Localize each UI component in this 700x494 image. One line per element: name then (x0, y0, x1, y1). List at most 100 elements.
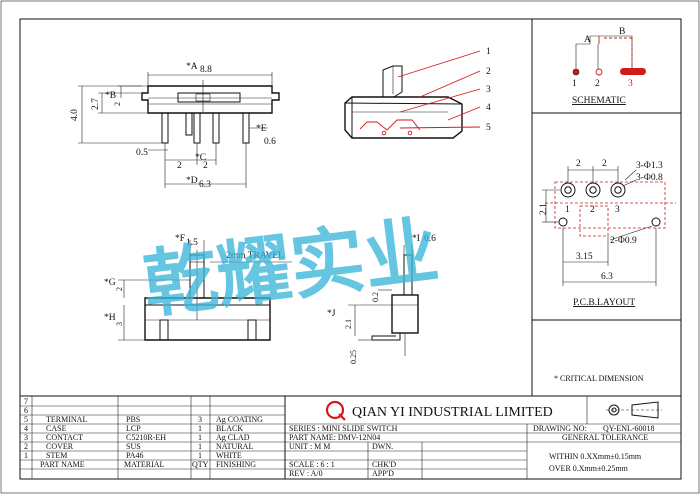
bom-qty: 1 (198, 424, 202, 433)
critical-dimension-note: * CRITICAL DIMENSION (554, 374, 644, 383)
bom-part: COVER (46, 442, 74, 451)
pcb-pin-3: 3 (615, 205, 620, 215)
dim-a-value: 8.8 (200, 65, 212, 75)
side-view: *I 0.6 0.2 *J 2.1 0.25 (327, 234, 436, 364)
bom-finish: BLACK (216, 424, 243, 433)
bom-qty: 1 (198, 451, 202, 460)
company-name: QIAN YI INDUSTRIAL LIMITED (352, 405, 553, 420)
front-view: *A 8.8 4.0 2.7 *B 2 *E 0.6 0.5 2 *C 2 (70, 62, 280, 190)
bom-finish: NATURAL (216, 442, 253, 451)
dim-i-value: 0.6 (424, 234, 436, 244)
callout-5: 5 (486, 123, 491, 133)
schematic-label-a: A (584, 35, 591, 45)
front-body-outline (141, 85, 280, 114)
dim-e-label: *E (256, 124, 267, 134)
dim-j-label: *J (327, 309, 336, 319)
tb-drawing-no-label: DRAWING NO: (533, 424, 587, 433)
isometric-view: 1 2 3 4 5 (344, 47, 491, 139)
tb-drawing-no: QY-ENL-60018 (603, 424, 655, 433)
bom-header-finish: FINISHING (216, 460, 256, 469)
pcb-hole-large: 3-Φ1.3 (636, 161, 663, 171)
schematic-pin-3: 3 (628, 79, 633, 89)
dim-side-small: 0.2 (371, 292, 380, 302)
bom-header-part: PART NAME (40, 460, 85, 469)
title-block: QIAN YI INDUSTRIAL LIMITED SERIES : MINI… (284, 395, 682, 480)
bom-qty: 1 (198, 433, 202, 442)
bom-material: PBS (126, 415, 140, 424)
schematic-pin-1: 1 (572, 79, 577, 89)
pcb-title: P.C.B.LAYOUT (573, 298, 635, 308)
bom-material: SUS (126, 442, 141, 451)
tb-scale: SCALE : 6 : 1 (289, 460, 335, 469)
tb-series: SERIES : MINI SLIDE SWITCH (289, 424, 398, 433)
dim-j-value: 2.1 (344, 319, 353, 329)
top-view: *F 1.5 2mm TRAVEL *G 2 *H 3 (104, 234, 292, 341)
bom-no: 5 (24, 415, 28, 424)
pcb-mount-hole: 2-Φ0.9 (610, 236, 637, 246)
dim-i-label: *I (412, 234, 420, 244)
dim-f-value: 1.5 (186, 238, 198, 248)
dim-d-value: 6.3 (199, 180, 211, 190)
bom-finish: Ag CLAD (216, 433, 250, 442)
projection-symbol (606, 401, 662, 419)
bom-no: 3 (24, 433, 28, 442)
dim-pin-width: 0.5 (136, 148, 148, 158)
dim-side-pin: 0.25 (349, 350, 358, 364)
schematic: A B 1 2 3 SCHEMATIC (572, 27, 646, 106)
travel-label: 2mm TRAVEL (226, 251, 284, 261)
watermark: 乾耀实业 (139, 207, 443, 328)
bom-no: 1 (24, 451, 28, 460)
dim-b-value: 2 (113, 102, 122, 106)
bom-no: 6 (24, 406, 28, 415)
pcb-pin-2: 2 (590, 205, 595, 215)
pcb-overall-width: 6.3 (601, 272, 613, 282)
tb-part-name: PART NAME: DMV-12N04 (289, 433, 380, 442)
bom-material: PA46 (126, 451, 144, 460)
schematic-label-b: B (619, 27, 625, 37)
schematic-pin-2: 2 (595, 79, 600, 89)
bom-qty: 1 (198, 442, 202, 451)
bom-finish: Ag COATING (216, 415, 263, 424)
bom-part: STEM (46, 451, 67, 460)
bom-header-qty: QTY (192, 460, 209, 469)
pcb-layout: 1 2 3 2 2 3-Φ1.3 3-Φ0.8 2.1 2-Φ0.9 3.15 … (539, 159, 676, 308)
tb-tolerance-1: WITHIN 0.XXmm±0.15mm (549, 452, 642, 461)
tb-tolerance-title: GENERAL TOLERANCE (562, 433, 648, 442)
callout-3: 3 (486, 85, 491, 95)
dim-a-label: *A (186, 62, 198, 72)
tb-chkd: CHK'D (372, 460, 396, 469)
dim-g-value: 2 (115, 287, 124, 291)
bom-table: 7 6 5 TERMINAL PBS 3 Ag COATING 4 CASE L… (19, 395, 286, 480)
bom-finish: WHITE (216, 451, 242, 460)
tb-tolerance-2: OVER 0.Xmm±0.25mm (549, 464, 629, 473)
tb-appd: APP'D (372, 469, 394, 478)
dim-depth-value: 2.7 (91, 98, 101, 110)
dim-c-value: 2 (203, 161, 208, 171)
pcb-hole-small: 3-Φ0.8 (636, 173, 663, 183)
tb-rev: REV : A/0 (289, 469, 323, 478)
bom-material: LCP (126, 424, 141, 433)
bom-no: 4 (24, 424, 28, 433)
dim-f-label: *F (175, 234, 185, 244)
bom-no: 2 (24, 442, 28, 451)
tb-unit: UNIT : M M (289, 442, 330, 451)
dim-g-label: *G (104, 278, 116, 288)
bom-part: CASE (46, 424, 67, 433)
callout-2: 2 (486, 67, 491, 77)
dim-h-value: 3 (115, 322, 124, 326)
pcb-inner-width: 3.15 (576, 252, 593, 262)
callout-4: 4 (486, 103, 491, 113)
pcb-pin-1: 1 (565, 205, 570, 215)
pcb-row-height: 2.1 (539, 203, 549, 215)
bom-part: CONTACT (46, 433, 83, 442)
dim-h-label: *H (104, 313, 116, 323)
dim-d-label: *D (186, 176, 198, 186)
schematic-title: SCHEMATIC (572, 96, 626, 106)
bom-no: 7 (24, 397, 28, 406)
bom-part: TERMINAL (46, 415, 87, 424)
bom-qty: 3 (198, 415, 202, 424)
pcb-pitch-2: 2 (602, 159, 607, 169)
bom-material: C5210R-EH (126, 433, 166, 442)
tb-dwn: DWN. (372, 442, 393, 451)
